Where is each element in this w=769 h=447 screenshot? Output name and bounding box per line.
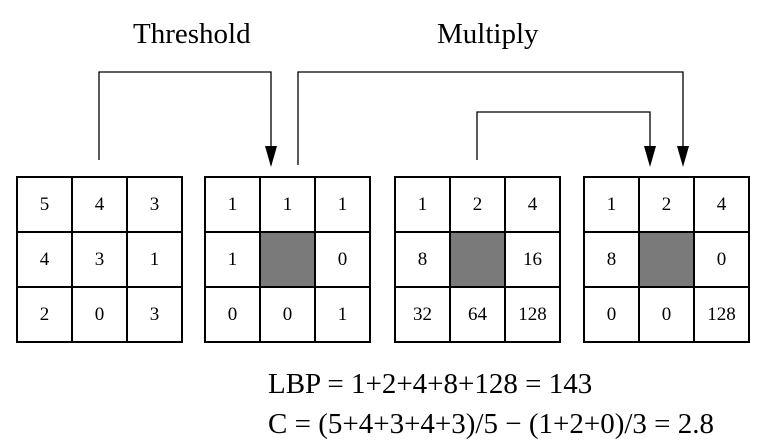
- thresholded-grid: 1 1 1 1 0 0 0 1: [204, 176, 371, 343]
- grid-cell: 0: [584, 287, 639, 342]
- grid-cell: 64: [450, 287, 505, 342]
- threshold-label: Threshold: [133, 18, 251, 50]
- grid-cell: 4: [505, 177, 560, 232]
- grid-cell: 5: [17, 177, 72, 232]
- grid-cell: 4: [17, 232, 72, 287]
- grid-cell: 1: [395, 177, 450, 232]
- grid-cell: 3: [127, 177, 182, 232]
- multiply-arrowhead-b: [644, 146, 656, 167]
- multiply-arrowhead-a: [677, 146, 689, 167]
- grid-cell-center: 3: [72, 232, 127, 287]
- threshold-arrow: [98, 71, 272, 165]
- multiply-arrow-a: [297, 71, 684, 165]
- grid-cell: 4: [694, 177, 749, 232]
- multiply-arrow-b: [476, 111, 651, 160]
- grid-cell: 2: [450, 177, 505, 232]
- grid-cell: 1: [260, 177, 315, 232]
- input-grid: 5 4 3 4 3 1 2 0 3: [16, 176, 183, 343]
- grid-cell: 2: [639, 177, 694, 232]
- grid-cell: 4: [72, 177, 127, 232]
- grid-cell: 0: [205, 287, 260, 342]
- grid-cell: 32: [395, 287, 450, 342]
- grid-cell-center: [639, 232, 694, 287]
- grid-cell: 0: [260, 287, 315, 342]
- grid-cell: 1: [205, 177, 260, 232]
- grid-cell: 8: [584, 232, 639, 287]
- grid-cell: 1: [205, 232, 260, 287]
- grid-cell: 2: [17, 287, 72, 342]
- grid-cell: 0: [639, 287, 694, 342]
- contrast-formula: C = (5+4+3+4+3)/5 − (1+2+0)/3 = 2.8: [268, 408, 715, 440]
- grid-cell: 128: [505, 287, 560, 342]
- grid-cell-center: [260, 232, 315, 287]
- grid-cell: 0: [315, 232, 370, 287]
- lbp-formula: LBP = 1+2+4+8+128 = 143: [268, 368, 593, 400]
- grid-cell: 128: [694, 287, 749, 342]
- grid-cell-center: [450, 232, 505, 287]
- result-grid: 1 2 4 8 0 0 0 128: [583, 176, 750, 343]
- grid-cell: 3: [127, 287, 182, 342]
- threshold-arrowhead: [265, 146, 277, 167]
- grid-cell: 1: [584, 177, 639, 232]
- grid-cell: 16: [505, 232, 560, 287]
- grid-cell: 0: [72, 287, 127, 342]
- weights-grid: 1 2 4 8 16 32 64 128: [394, 176, 561, 343]
- grid-cell: 8: [395, 232, 450, 287]
- grid-cell: 1: [315, 177, 370, 232]
- grid-cell: 0: [694, 232, 749, 287]
- grid-cell: 1: [127, 232, 182, 287]
- grid-cell: 1: [315, 287, 370, 342]
- multiply-label: Multiply: [437, 18, 539, 50]
